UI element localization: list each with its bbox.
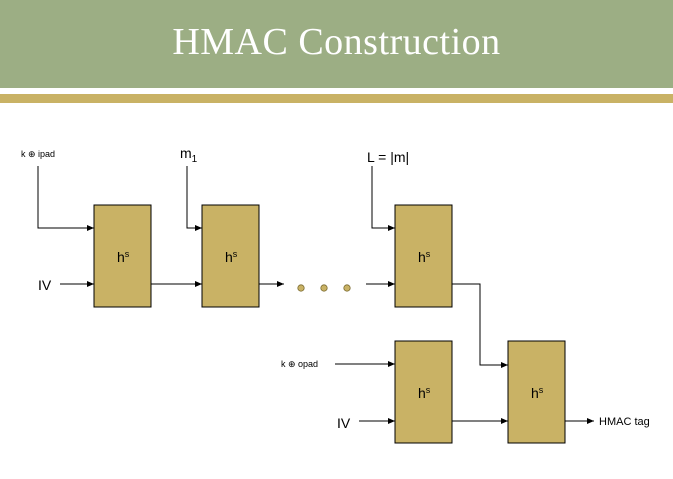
ellipsis-dots bbox=[297, 284, 351, 292]
opad-key-label: k ⊕ opad bbox=[281, 359, 318, 369]
ellipsis-dot bbox=[320, 284, 328, 292]
length-block-arrow bbox=[371, 166, 395, 231]
hash-block-opad: hs bbox=[394, 340, 453, 444]
hash-block-label: hs bbox=[117, 249, 130, 265]
hmac-tag-output-label: HMAC tag bbox=[599, 416, 650, 428]
hash-block-final: hs bbox=[507, 340, 566, 444]
hash-block-1: hs bbox=[93, 204, 152, 308]
hash-block-3: hs bbox=[394, 204, 453, 308]
ellipsis-dot bbox=[297, 284, 305, 292]
title-banner: HMAC Construction bbox=[0, 0, 673, 88]
message-block-arrow bbox=[186, 166, 202, 231]
hash-block-label: hs bbox=[225, 249, 238, 265]
hash-block-2: hs bbox=[201, 204, 260, 308]
hash-block-label: hs bbox=[418, 249, 431, 265]
slide-title: HMAC Construction bbox=[172, 21, 501, 63]
length-block-label: L = |m| bbox=[367, 149, 409, 165]
ipad-key-label: k ⊕ ipad bbox=[21, 149, 55, 159]
inner-hash-to-outer-arrow bbox=[451, 283, 508, 368]
message-block-label: m1 bbox=[180, 145, 198, 165]
hash-block-label: hs bbox=[531, 385, 544, 401]
ellipsis-dot bbox=[343, 284, 351, 292]
hash-block-label: hs bbox=[418, 385, 431, 401]
ipad-key-arrow bbox=[37, 166, 94, 231]
accent-stripe bbox=[0, 94, 673, 103]
iv-bottom-label: IV bbox=[337, 415, 351, 431]
iv-top-label: IV bbox=[38, 277, 52, 293]
